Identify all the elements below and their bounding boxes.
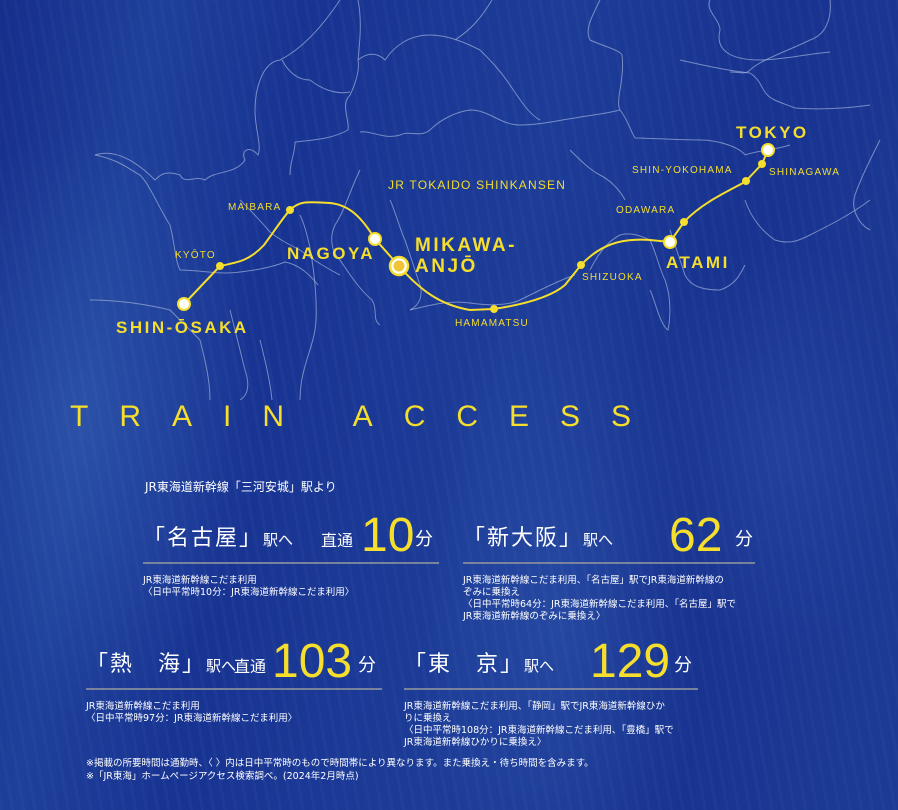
station-label-odawara: ODAWARA bbox=[616, 205, 676, 216]
station-label-shinagawa: SHINAGAWA bbox=[769, 167, 841, 178]
footnote: ※掲載の所要時間は通勤時、〈 〉内は日中平常時のもので時間帯により異なります。ま… bbox=[86, 758, 594, 769]
station-label-kyoto: KYŌTO bbox=[175, 250, 216, 261]
route-card-tokyo: 「東 京」駅へ 129 分 JR東海道新幹線こだま利用、「静岡」駅でJR東海道新… bbox=[404, 638, 698, 749]
divider bbox=[463, 562, 755, 564]
destination-station: 「新大阪」駅へ bbox=[463, 526, 614, 551]
route-note: JR東海道新幹線こだま利用 〈日中平常時97分：JR東海道新幹線こだま利用〉 bbox=[86, 701, 298, 724]
direct-label: 直通 bbox=[321, 531, 354, 550]
minutes-unit: 分 bbox=[358, 655, 376, 676]
station-label-atami: ATAMI bbox=[666, 253, 730, 272]
route-card-shin-osaka: 「新大阪」駅へ 62 分 JR東海道新幹線こだま利用、「名古屋」駅でJR東海道新… bbox=[463, 512, 755, 623]
route-note: JR東海道新幹線こだま利用、「静岡」駅でJR東海道新幹線ひか りに乗換え 〈日中… bbox=[404, 701, 674, 748]
station-label-maibara: MAIBARA bbox=[228, 202, 282, 213]
station-label-shizuoka: SHIZUOKA bbox=[582, 272, 643, 283]
footnotes: ※掲載の所要時間は通勤時、〈 〉内は日中平常時のもので時間帯により異なります。ま… bbox=[86, 757, 594, 783]
destination-station: 「名古屋」駅へ bbox=[143, 526, 294, 551]
destination-station: 「熱 海」駅へ bbox=[86, 652, 237, 677]
major-station-dots bbox=[177, 143, 775, 311]
station-label-shin-osaka: SHIN-ŌSAKA bbox=[116, 318, 249, 337]
route-card-nagoya: 「名古屋」駅へ 直通 10 分 JR東海道新幹線こだま利用 〈日中平常時10分：… bbox=[143, 512, 439, 599]
divider bbox=[404, 688, 698, 690]
travel-minutes: 10 bbox=[361, 509, 415, 562]
station-label-hamamatsu: HAMAMATSU bbox=[455, 318, 529, 329]
destination-station: 「東 京」駅へ bbox=[404, 652, 555, 677]
station-label-tokyo: TOKYO bbox=[736, 123, 809, 142]
footnote: ※「JR東海」ホームページアクセス検索調べ。(2024年2月時点) bbox=[86, 771, 359, 782]
route-note: JR東海道新幹線こだま利用、「名古屋」駅でJR東海道新幹線の ぞみに乗換え 〈日… bbox=[463, 575, 737, 622]
travel-minutes: 129 bbox=[590, 635, 671, 688]
divider bbox=[86, 688, 382, 690]
shinkansen-route-line bbox=[183, 149, 769, 312]
route-note: JR東海道新幹線こだま利用 〈日中平常時10分：JR東海道新幹線こだま利用〉 bbox=[143, 575, 355, 598]
minor-station-dots bbox=[216, 160, 766, 313]
origin-subtitle: JR東海道新幹線「三河安城」駅より bbox=[145, 480, 337, 494]
route-map bbox=[89, 0, 881, 400]
travel-minutes: 62 bbox=[669, 509, 723, 562]
minutes-unit: 分 bbox=[415, 529, 433, 550]
direct-label: 直通 bbox=[234, 657, 267, 676]
divider bbox=[143, 562, 439, 564]
travel-minutes: 103 bbox=[272, 635, 353, 688]
minutes-unit: 分 bbox=[735, 529, 753, 550]
station-label-mikawa-anjo: MIKAWA- ANJŌ bbox=[415, 235, 517, 277]
section-title: TRAIN ACCESS bbox=[70, 400, 663, 433]
line-name-label: JR TOKAIDO SHINKANSEN bbox=[388, 178, 567, 192]
station-label-shin-yokohama: SHIN-YOKOHAMA bbox=[632, 165, 733, 176]
minutes-unit: 分 bbox=[674, 655, 692, 676]
prefecture-borders bbox=[89, 0, 881, 400]
route-card-atami: 「熱 海」駅へ 直通 103 分 JR東海道新幹線こだま利用 〈日中平常時97分… bbox=[86, 638, 382, 725]
station-label-nagoya: NAGOYA bbox=[287, 244, 376, 263]
